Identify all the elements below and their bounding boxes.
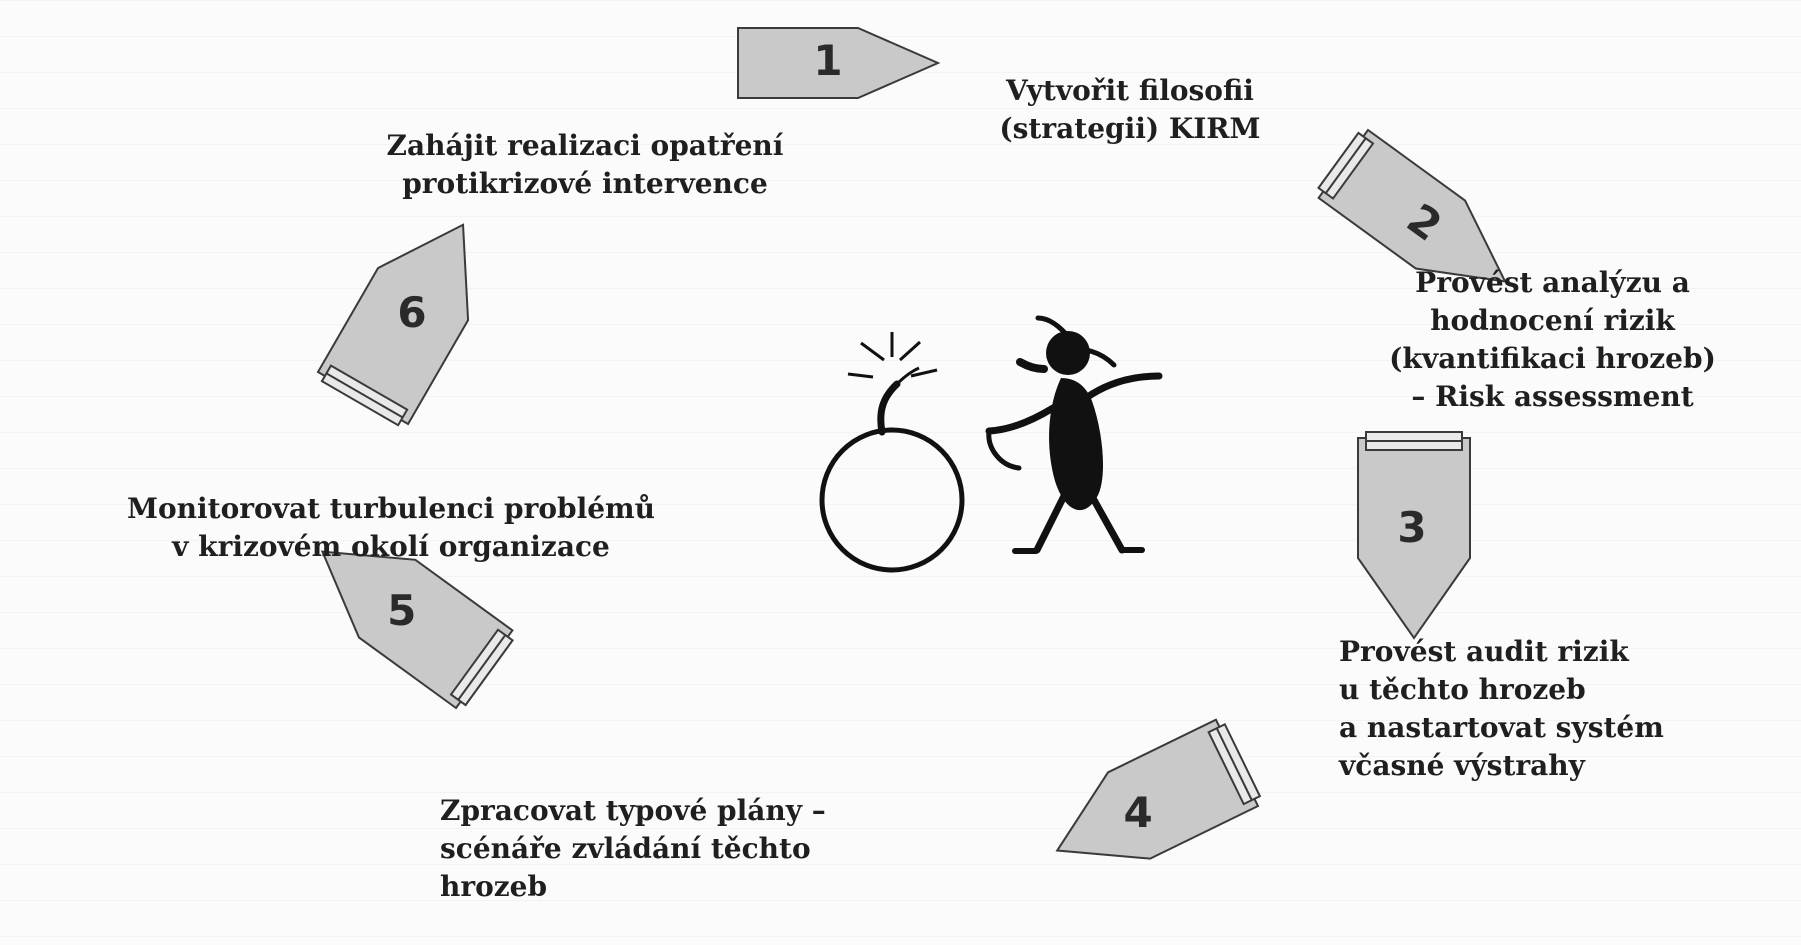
step-2-line-1: Provést analýzu a (1335, 264, 1770, 302)
step-4-line-2: scénáře zvládání těchto (440, 830, 960, 868)
step-2-line-3: (kvantifikaci hrozeb) (1335, 340, 1770, 378)
step-2-line-4: – Risk assessment (1335, 378, 1770, 416)
step-6-number: 6 (397, 288, 426, 337)
step-3-label: Provést audit rizik u těchto hrozeb a na… (1339, 633, 1759, 785)
step-3-line-3: a nastartovat systém (1339, 709, 1759, 747)
step-1-line-1: Vytvořit filosofii (970, 72, 1290, 110)
step-4-arrow: 4 (1036, 717, 1263, 894)
step-4-number: 4 (1123, 788, 1152, 837)
step-1-line-2: (strategii) KIRM (970, 110, 1290, 148)
step-5-line-1: Monitorovat turbulenci problémů (46, 490, 736, 528)
step-3-number: 3 (1397, 503, 1426, 552)
step-6-line-2: protikrizové intervence (335, 165, 835, 203)
step-5-number: 5 (387, 586, 416, 635)
step-1-arrow: 1 (738, 28, 938, 98)
step-1-number: 1 (813, 36, 842, 85)
step-1-label: Vytvořit filosofii (strategii) KIRM (970, 72, 1290, 148)
step-4-line-1: Zpracovat typové plány – (440, 792, 960, 830)
step-6-line-1: Zahájit realizaci opatření (335, 127, 835, 165)
step-3-line-2: u těchto hrozeb (1339, 671, 1759, 709)
step-6-label: Zahájit realizaci opatření protikrizové … (335, 127, 835, 203)
step-4-label: Zpracovat typové plány – scénáře zvládán… (440, 792, 960, 906)
step-5-label: Monitorovat turbulenci problémů v krizov… (46, 490, 736, 566)
step-4-line-3: hrozeb (440, 868, 960, 906)
bomb-icon (822, 332, 962, 570)
step-2-line-2: hodnocení rizik (1335, 302, 1770, 340)
step-2-label: Provést analýzu a hodnocení rizik (kvant… (1335, 264, 1770, 416)
thinking-man-icon (989, 318, 1159, 551)
step-3-line-4: včasné výstrahy (1339, 747, 1759, 785)
step-3-line-1: Provést audit rizik (1339, 633, 1759, 671)
step-6-arrow: 6 (315, 199, 508, 429)
step-3-arrow: 3 (1358, 432, 1470, 638)
step-5-line-2: v krizovém okolí organizace (46, 528, 736, 566)
